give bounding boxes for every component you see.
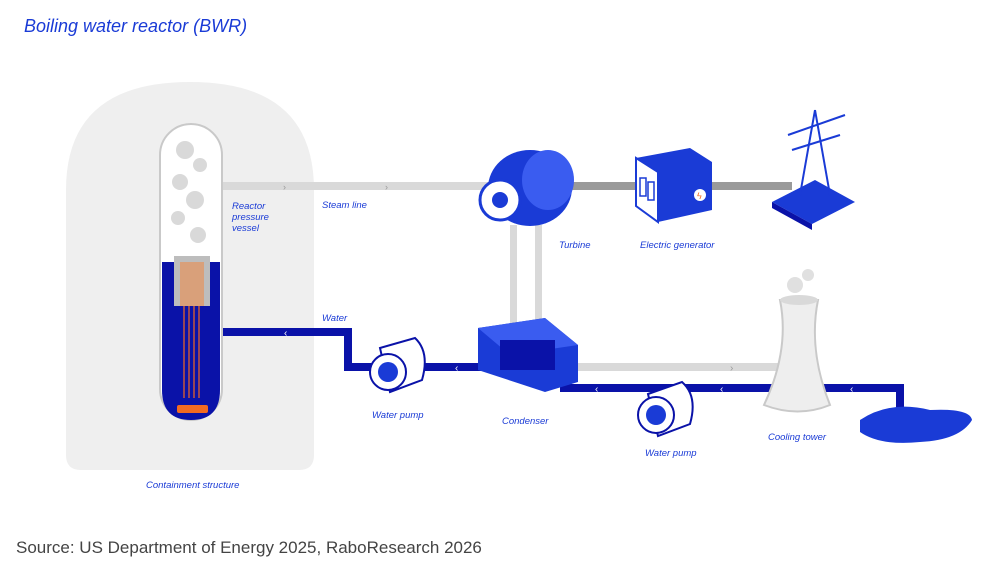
- label-steam-line: Steam line: [322, 200, 367, 211]
- steam-line-pipe: [215, 182, 500, 190]
- control-rod-drive: [177, 405, 208, 413]
- electric-generator: ϟ: [635, 148, 712, 224]
- cooling-supply-line: [560, 384, 904, 415]
- steam-cloud: [190, 227, 206, 243]
- control-rods: [183, 306, 200, 398]
- svg-text:ϟ: ϟ: [697, 191, 702, 201]
- steam-cloud: [172, 174, 188, 190]
- label-water-pump-right: Water pump: [645, 448, 697, 459]
- cooling-arrow: ›: [730, 363, 733, 374]
- turbine-exhaust-pipe: [535, 225, 542, 345]
- label-electric-generator: Electric generator: [640, 240, 715, 251]
- cooling-tower-shape: [762, 269, 832, 413]
- steam-cloud: [171, 211, 185, 225]
- water-arrow: ‹: [284, 328, 287, 339]
- grid-line: [712, 182, 792, 190]
- water-pump-left-shape: [369, 336, 426, 394]
- water-pump-right-shape: [637, 380, 694, 438]
- label-reactor-pressure-vessel: Reactor pressure vessel: [232, 201, 269, 234]
- cooling-arrow: ‹: [720, 384, 723, 395]
- cooling-arrow: ‹: [850, 384, 853, 395]
- source-note: Source: US Department of Energy 2025, Ra…: [16, 538, 482, 557]
- water-body: [860, 406, 972, 443]
- steam-cloud: [193, 158, 207, 172]
- steam-cloud: [186, 191, 204, 209]
- condenser-shape: [478, 318, 578, 392]
- cooling-arrow: ‹: [595, 384, 598, 395]
- steam-arrow: ›: [385, 182, 388, 192]
- steam-cloud: [176, 141, 194, 159]
- turbine-shaft: [560, 182, 640, 190]
- water-arrow: ‹: [455, 363, 458, 374]
- label-turbine: Turbine: [559, 240, 591, 251]
- label-water-pump-left: Water pump: [372, 410, 424, 421]
- label-condenser: Condenser: [502, 416, 549, 427]
- page-title: Boiling water reactor (BWR): [24, 16, 248, 36]
- transmission-tower: [772, 109, 855, 230]
- label-containment-structure: Containment structure: [146, 480, 240, 491]
- steam-arrow: ›: [283, 182, 286, 192]
- fuel-assembly: [180, 262, 204, 306]
- turbine-exhaust-pipe: [510, 225, 517, 345]
- label-water: Water: [322, 313, 348, 324]
- turbine: [478, 150, 574, 226]
- label-cooling-tower: Cooling tower: [768, 432, 827, 443]
